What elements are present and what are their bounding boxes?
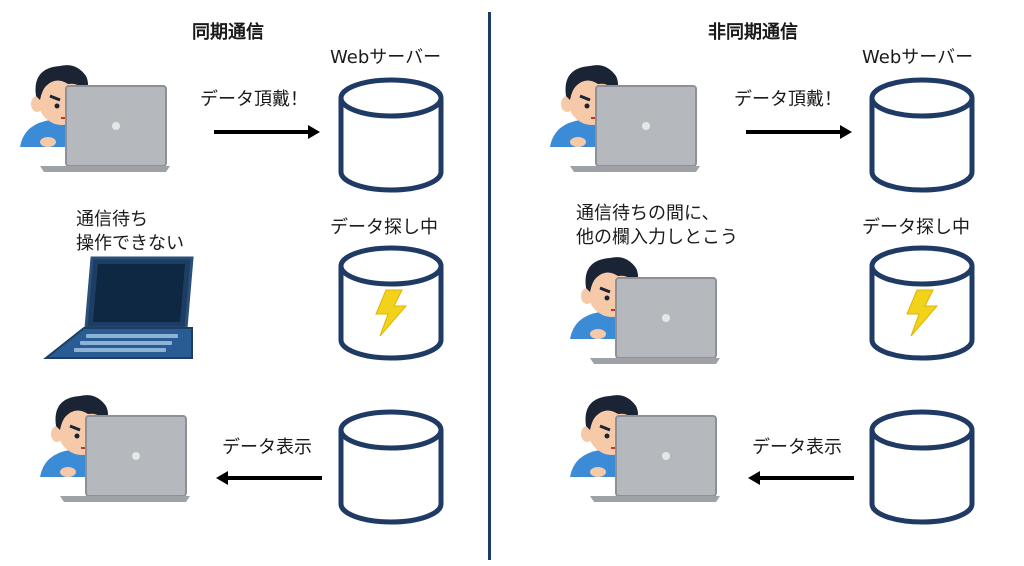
user-at-laptop-icon bbox=[18, 63, 172, 174]
waiting-label-line1: 通信待ちの間に、 bbox=[576, 203, 720, 224]
user-at-laptop-icon bbox=[38, 393, 192, 504]
waiting-label-line2: 他の欄入力しとこう bbox=[576, 227, 738, 248]
lightning-icon bbox=[375, 289, 407, 337]
database-cylinder-icon bbox=[872, 412, 972, 522]
arrow-left-icon bbox=[748, 471, 854, 485]
server-label: Webサーバー bbox=[862, 47, 974, 68]
request-label: データ頂戴！ bbox=[734, 89, 842, 110]
searching-label: データ探し中 bbox=[862, 217, 970, 238]
request-label: データ頂戴！ bbox=[200, 89, 308, 110]
searching-label: データ探し中 bbox=[330, 217, 438, 238]
sync-panel: 同期通信 データ頂戴！ Webサーバー 通信待ち 操作できない データ探し中 デ… bbox=[18, 22, 512, 566]
user-at-laptop-icon bbox=[548, 63, 702, 174]
database-cylinder-icon bbox=[872, 80, 972, 190]
user-at-laptop-icon bbox=[568, 393, 722, 504]
async-panel: 非同期通信 データ頂戴！ Webサーバー 通信待ちの間に、 他の欄入力しとこう … bbox=[512, 0, 1024, 566]
arrow-left-icon bbox=[216, 471, 322, 485]
arrow-right-icon bbox=[746, 125, 852, 139]
server-label: Webサーバー bbox=[330, 47, 442, 68]
display-label: データ表示 bbox=[222, 437, 312, 458]
sync-title: 同期通信 bbox=[192, 22, 264, 43]
closed-laptop-icon bbox=[44, 256, 194, 360]
lightning-icon bbox=[906, 289, 938, 337]
panel-divider bbox=[488, 12, 491, 560]
display-label: データ表示 bbox=[752, 437, 842, 458]
async-title: 非同期通信 bbox=[708, 22, 798, 43]
waiting-label-line1: 通信待ち bbox=[76, 209, 148, 230]
arrow-right-icon bbox=[214, 125, 320, 139]
database-cylinder-icon bbox=[341, 412, 441, 522]
user-at-laptop-icon bbox=[568, 255, 722, 366]
waiting-label-line2: 操作できない bbox=[76, 233, 184, 254]
database-cylinder-icon bbox=[341, 80, 441, 190]
